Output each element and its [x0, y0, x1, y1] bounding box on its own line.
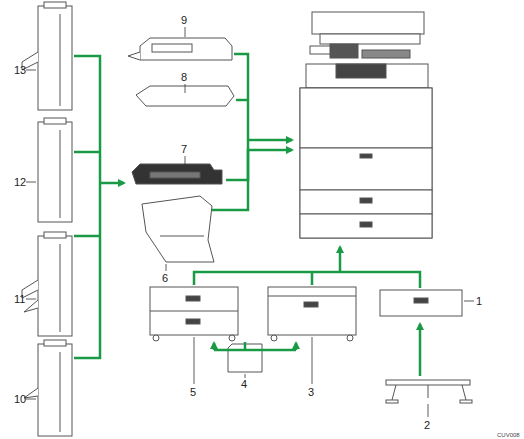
paper-feed-unit-1: [380, 290, 462, 316]
callout-number: 10: [14, 394, 26, 405]
callout-number: 11: [14, 294, 25, 305]
finisher-11: [22, 232, 72, 336]
finisher-12: [38, 118, 72, 222]
callout-number: 1: [476, 296, 482, 307]
large-capacity-tray-3: [268, 287, 356, 341]
callout-number: 2: [424, 420, 430, 431]
callout-number: 8: [181, 72, 187, 83]
internal-tray-6: [142, 196, 214, 262]
figure-code: CUV008: [497, 432, 520, 438]
callout-number: 5: [190, 387, 196, 398]
finisher-10: [24, 340, 72, 436]
caster-table-2: [386, 380, 472, 403]
callout-number: 13: [14, 65, 26, 76]
copier-main-unit: [300, 12, 432, 238]
paper-feed-unit-5: [150, 287, 238, 341]
callout-number: 12: [14, 177, 26, 188]
internal-finisher-9: [128, 38, 232, 60]
callout-number: 3: [308, 387, 314, 398]
callout-number: 9: [181, 15, 187, 26]
bridge-unit-7: [132, 164, 222, 184]
callout-number: 7: [181, 144, 187, 155]
callout-number: 6: [162, 273, 168, 284]
callout-number: 4: [241, 379, 247, 390]
finisher-13: [22, 2, 72, 110]
